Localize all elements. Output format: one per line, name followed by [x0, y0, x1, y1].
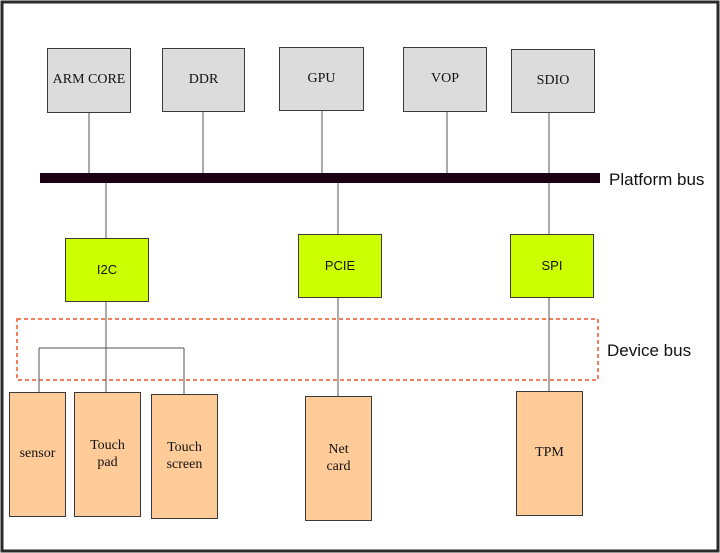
- sensor-device: sensor: [9, 392, 66, 517]
- touch-screen-device: Touch screen: [151, 394, 218, 519]
- tpm-device: TPM: [516, 391, 583, 516]
- ddr-block: DDR: [162, 48, 245, 112]
- i2c-controller: I2C: [65, 238, 149, 302]
- platform-connectors: [88, 111, 550, 173]
- touch-pad-device: Touch pad: [74, 392, 141, 517]
- device-connectors: [38, 298, 550, 396]
- device-bus-label: Device bus: [607, 341, 692, 360]
- sdio-block: SDIO: [511, 49, 595, 113]
- controller-connectors: [105, 183, 550, 238]
- pcie-controller: PCIE: [298, 234, 382, 298]
- platform-bus: [40, 173, 600, 183]
- platform-bus-label: Platform bus: [609, 170, 705, 189]
- arm-core-block: ARM CORE: [47, 48, 131, 113]
- vop-block: VOP: [403, 47, 487, 112]
- spi-controller: SPI: [510, 234, 594, 298]
- net-card-device: Net card: [305, 396, 372, 521]
- device-bus-region: [16, 318, 599, 381]
- gpu-block: GPU: [279, 47, 364, 111]
